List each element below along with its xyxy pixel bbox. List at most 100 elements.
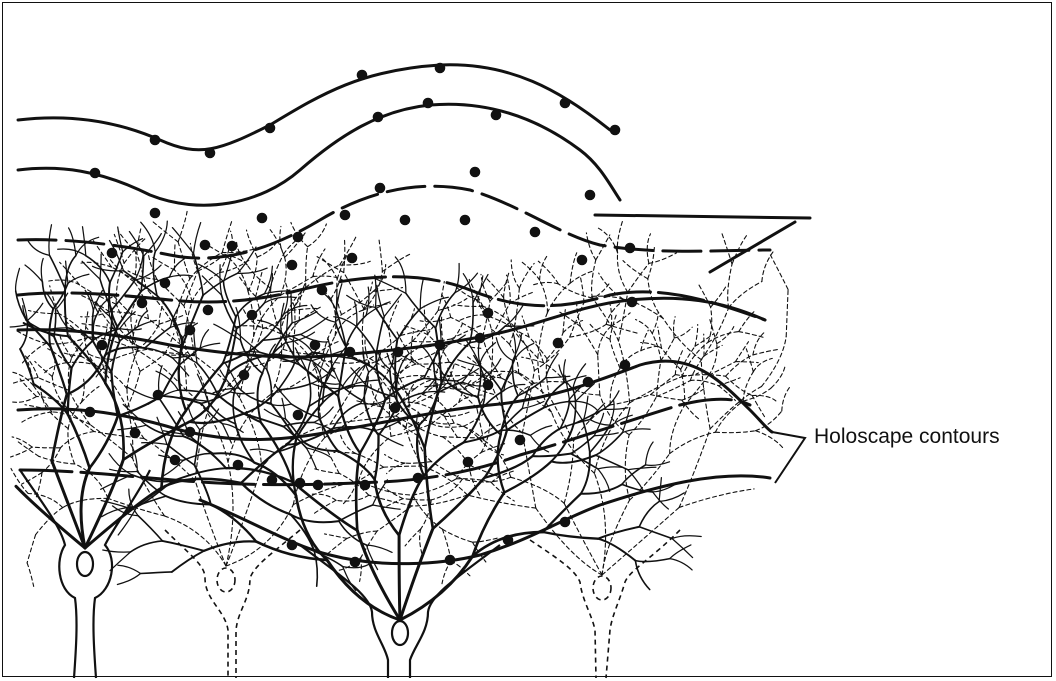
contour-line-9 — [593, 213, 812, 220]
synaptic-junction-dot — [149, 134, 161, 146]
synaptic-junction-dot — [152, 389, 164, 401]
dendrite-branch — [26, 534, 37, 564]
dendrite-branch — [412, 359, 452, 377]
dendrite-branch — [362, 350, 370, 373]
dendrite-branch — [270, 287, 281, 333]
dendrite-branch — [134, 264, 162, 281]
dendrite-branch — [16, 440, 40, 457]
dendrite-branch — [703, 344, 723, 357]
dendrite-branch — [99, 253, 102, 280]
dendrite-branch — [550, 454, 597, 464]
dendrite-branch — [442, 362, 455, 388]
dendrite-branch — [11, 376, 39, 385]
dendrite-branch — [531, 427, 562, 458]
dendrite-branch — [417, 435, 433, 463]
dendrite-branch — [46, 408, 69, 430]
dendrite-branch — [291, 480, 359, 532]
dendrite-branch — [342, 481, 357, 506]
dendrite-branch — [321, 357, 371, 364]
dendrite-branch — [394, 372, 410, 395]
synaptic-junction-dot — [309, 339, 321, 351]
dendrite-branch — [104, 346, 146, 356]
dendrite-branch — [94, 301, 115, 330]
dendrite-branch — [424, 419, 455, 425]
dendrite-branch — [395, 415, 443, 438]
dendrite-branch — [504, 303, 525, 327]
dendrite-branch — [273, 440, 304, 454]
dendrite-branch — [343, 238, 346, 274]
dendrite-branch — [609, 301, 613, 327]
synaptic-junction-dot — [264, 122, 276, 134]
dendrite-branch — [94, 358, 115, 379]
dendrite-branch — [212, 387, 240, 394]
dendrite-branch — [171, 357, 190, 377]
dendrite-branch — [62, 497, 109, 509]
synaptic-junction-dot — [459, 214, 471, 226]
dendrite-branch — [291, 437, 298, 497]
dendrite-branch — [469, 325, 506, 344]
dendrite-branch — [443, 322, 464, 350]
dendrite-branch — [270, 331, 283, 395]
dendrite-branch — [437, 400, 455, 424]
dendrite-branch — [59, 261, 80, 286]
dendrite-branch — [177, 343, 188, 412]
dendrite-branch — [563, 502, 603, 576]
dendrite-branch — [292, 340, 296, 364]
dendrite-branch — [121, 420, 191, 462]
dendrite-branch — [717, 377, 741, 387]
dendrite-branch — [431, 423, 465, 428]
dendrite-branch — [109, 258, 135, 283]
synaptic-junction-dot — [238, 369, 250, 381]
dendrite-branch — [39, 385, 48, 410]
dendrite-branch — [455, 478, 492, 484]
holoscape-contours — [16, 63, 812, 566]
dendrite-branch — [137, 323, 160, 350]
dendrite-branch — [598, 272, 624, 300]
dendrite-branch — [49, 285, 60, 315]
dendrite-branch — [597, 466, 624, 470]
dendrite-branch — [286, 427, 335, 446]
dendrite-branch — [47, 348, 68, 364]
dendrite-branch — [84, 311, 89, 337]
dendrite-branch — [395, 389, 426, 450]
dendrite-branch — [202, 540, 258, 552]
dendrite-branch — [67, 273, 90, 284]
dendrite-branch — [256, 372, 264, 424]
dendrite-branch — [415, 361, 450, 365]
dendrite-branch — [329, 364, 367, 425]
dendrite-branch — [599, 394, 630, 436]
dendrite-branch — [388, 390, 392, 437]
dendrite-branch — [119, 311, 136, 330]
dendrite-branch — [609, 313, 618, 340]
dendrite-branch — [373, 478, 401, 537]
dendrite-branch — [212, 452, 256, 464]
dendrite-branch — [136, 470, 167, 497]
dendrite-branch — [225, 468, 262, 567]
synaptic-junction-dot — [559, 97, 571, 109]
dendrite-branch — [681, 374, 727, 378]
dendrite-branch — [421, 465, 468, 496]
synaptic-junction-dot — [582, 376, 594, 388]
dendrite-branch — [290, 403, 320, 418]
dendrite-branch — [365, 544, 393, 554]
dendrite-branch — [698, 284, 712, 308]
dendrite-branch — [537, 260, 559, 285]
dendrite-branch — [137, 514, 164, 542]
dendrite-branch — [399, 377, 411, 407]
dendrite-branch — [503, 272, 510, 299]
dendrite-branch — [27, 361, 34, 387]
synaptic-junction-dot — [316, 284, 328, 296]
dendrite-branch — [448, 361, 491, 382]
synaptic-junction-dot — [482, 379, 494, 391]
dendrite-branch — [411, 338, 453, 343]
dendrite-branch — [593, 472, 607, 576]
dendrite-branch — [466, 494, 537, 509]
dendrite-branch — [313, 550, 344, 568]
dendrite-branch — [263, 296, 297, 304]
dendrite-branch — [564, 374, 571, 401]
dendrite-branch — [338, 472, 370, 496]
dendrite-branch — [594, 454, 629, 471]
dendrite-branch — [89, 424, 134, 459]
dendrite-branch — [199, 408, 220, 431]
dendrite-branch — [117, 226, 124, 253]
